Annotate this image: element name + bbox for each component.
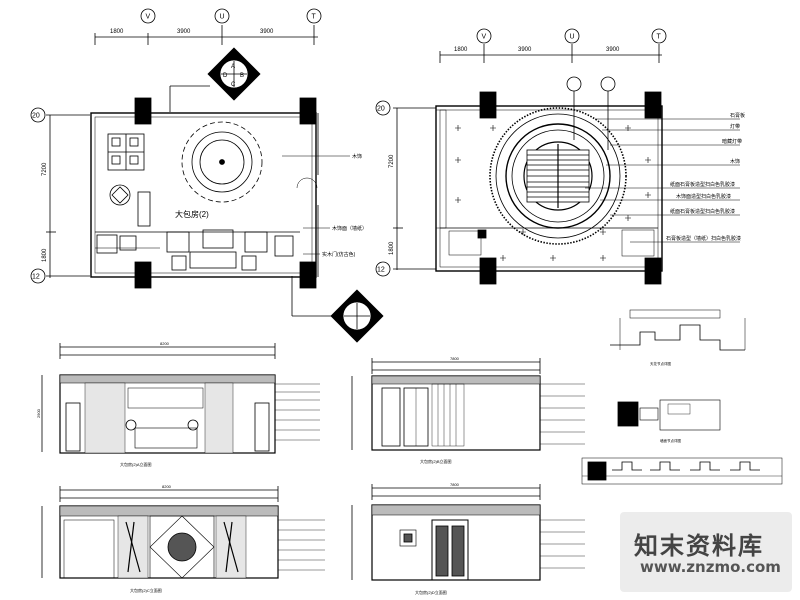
elev-b-top-dim: 7800 (450, 356, 460, 361)
ceiling-grid-bubble-t: T (657, 34, 662, 41)
ceiling-grid-bubble-u: U (570, 34, 575, 41)
grid-bubble-u: U (220, 14, 225, 21)
elev-a-height-dim: 2900 (36, 408, 41, 418)
ceiling-callout-5: 纸面石膏板造型扫白色乳胶漆 (670, 181, 735, 188)
ceiling-callout-8: 石膏板造型（墙纸）扫白色乳胶漆 (666, 235, 741, 242)
floor-plan-left: 1800 3900 3900 V U T 7200 1800 20 12 (30, 8, 384, 343)
ceiling-dim-top-3: 3900 (606, 47, 620, 53)
detail-sections: 天花节点详图 墙面节点详图 (581, 309, 783, 485)
detail-caption-1: 天花节点详图 (650, 361, 671, 366)
ceiling-grid-bubble-v: V (482, 34, 487, 41)
ceiling-dim-top-2: 3900 (518, 47, 532, 53)
dim-top-3: 3900 (260, 29, 274, 35)
watermark-badge: 知末资料库 www.znzmo.com (620, 512, 792, 592)
grid-bubble-t: T (312, 14, 317, 21)
ceiling-callout-1: 石膏板 (730, 112, 745, 119)
ceiling-dim-left-7200: 7200 (389, 154, 395, 168)
round-ceiling-feature (489, 107, 627, 245)
index-letter-b: B (240, 73, 244, 79)
watermark-url: www.znzmo.com (640, 558, 781, 576)
grid-bubble-20: 20 (32, 113, 40, 120)
elevation-c: 8200 大包房(2)C立面图 (41, 484, 325, 593)
ceiling-callout-4: 木饰 (730, 158, 740, 165)
round-dining-table (181, 121, 263, 203)
dim-top-1: 1800 (110, 29, 124, 35)
callout-wood-finish: 木饰 (352, 153, 362, 160)
elev-a-caption: 大包房(2)A立面图 (120, 461, 152, 467)
ceiling-plan-right: 1800 3900 3900 V U T 7200 1800 20 12 (375, 28, 745, 285)
ceiling-callout-7: 纸面石膏板造型扫白色乳胶漆 (670, 208, 735, 215)
grid-bubble-v: V (146, 14, 151, 21)
ceiling-callout-6: 木饰面造型扫白色乳胶漆 (676, 193, 731, 200)
index-letter-c: C (231, 82, 236, 88)
ceiling-dim-top-1: 1800 (454, 47, 468, 53)
elev-b-caption: 大包房(2)B立面图 (420, 458, 452, 464)
room-label: 大包房(2) (175, 209, 209, 219)
ceiling-callout-2: 灯带 (730, 123, 740, 130)
callout-wallpaper: 木饰面（墙纸） (332, 225, 367, 232)
elev-c-caption: 大包房(2)C立面图 (130, 587, 162, 593)
detail-caption-2: 墙面节点详图 (660, 438, 681, 443)
grid-bubble-12: 12 (32, 274, 40, 281)
elev-d-top-dim: 7800 (450, 482, 460, 487)
dim-top-2: 3900 (177, 29, 191, 35)
dim-left-1800: 1800 (42, 248, 48, 262)
index-diamond-top (207, 47, 261, 101)
dim-left-7200: 7200 (42, 162, 48, 176)
elevation-d: 7800 大包房(2)D立面图 (351, 482, 585, 595)
ceiling-grid-bubble-20: 20 (377, 106, 385, 113)
index-letter-d: D (223, 73, 228, 79)
elev-d-caption: 大包房(2)D立面图 (415, 589, 447, 595)
elevation-b: 7800 大包房(2)B立面图 (351, 356, 585, 464)
index-letter-a: A (231, 64, 235, 70)
elevation-a: 8200 2900 大包房(2)A立面图 (36, 341, 320, 467)
elev-c-top-dim: 8200 (162, 484, 172, 489)
callout-door: 实木门(仿古色) (322, 251, 356, 258)
elev-a-top-dim: 8200 (160, 341, 170, 346)
ceiling-grid-bubble-12: 12 (377, 267, 385, 274)
ceiling-callout-3: 暗藏灯带 (722, 138, 742, 145)
index-diamond-bottom (330, 289, 384, 343)
ceiling-dim-left-1800: 1800 (389, 241, 395, 255)
watermark-name: 知末资料库 (634, 532, 764, 560)
